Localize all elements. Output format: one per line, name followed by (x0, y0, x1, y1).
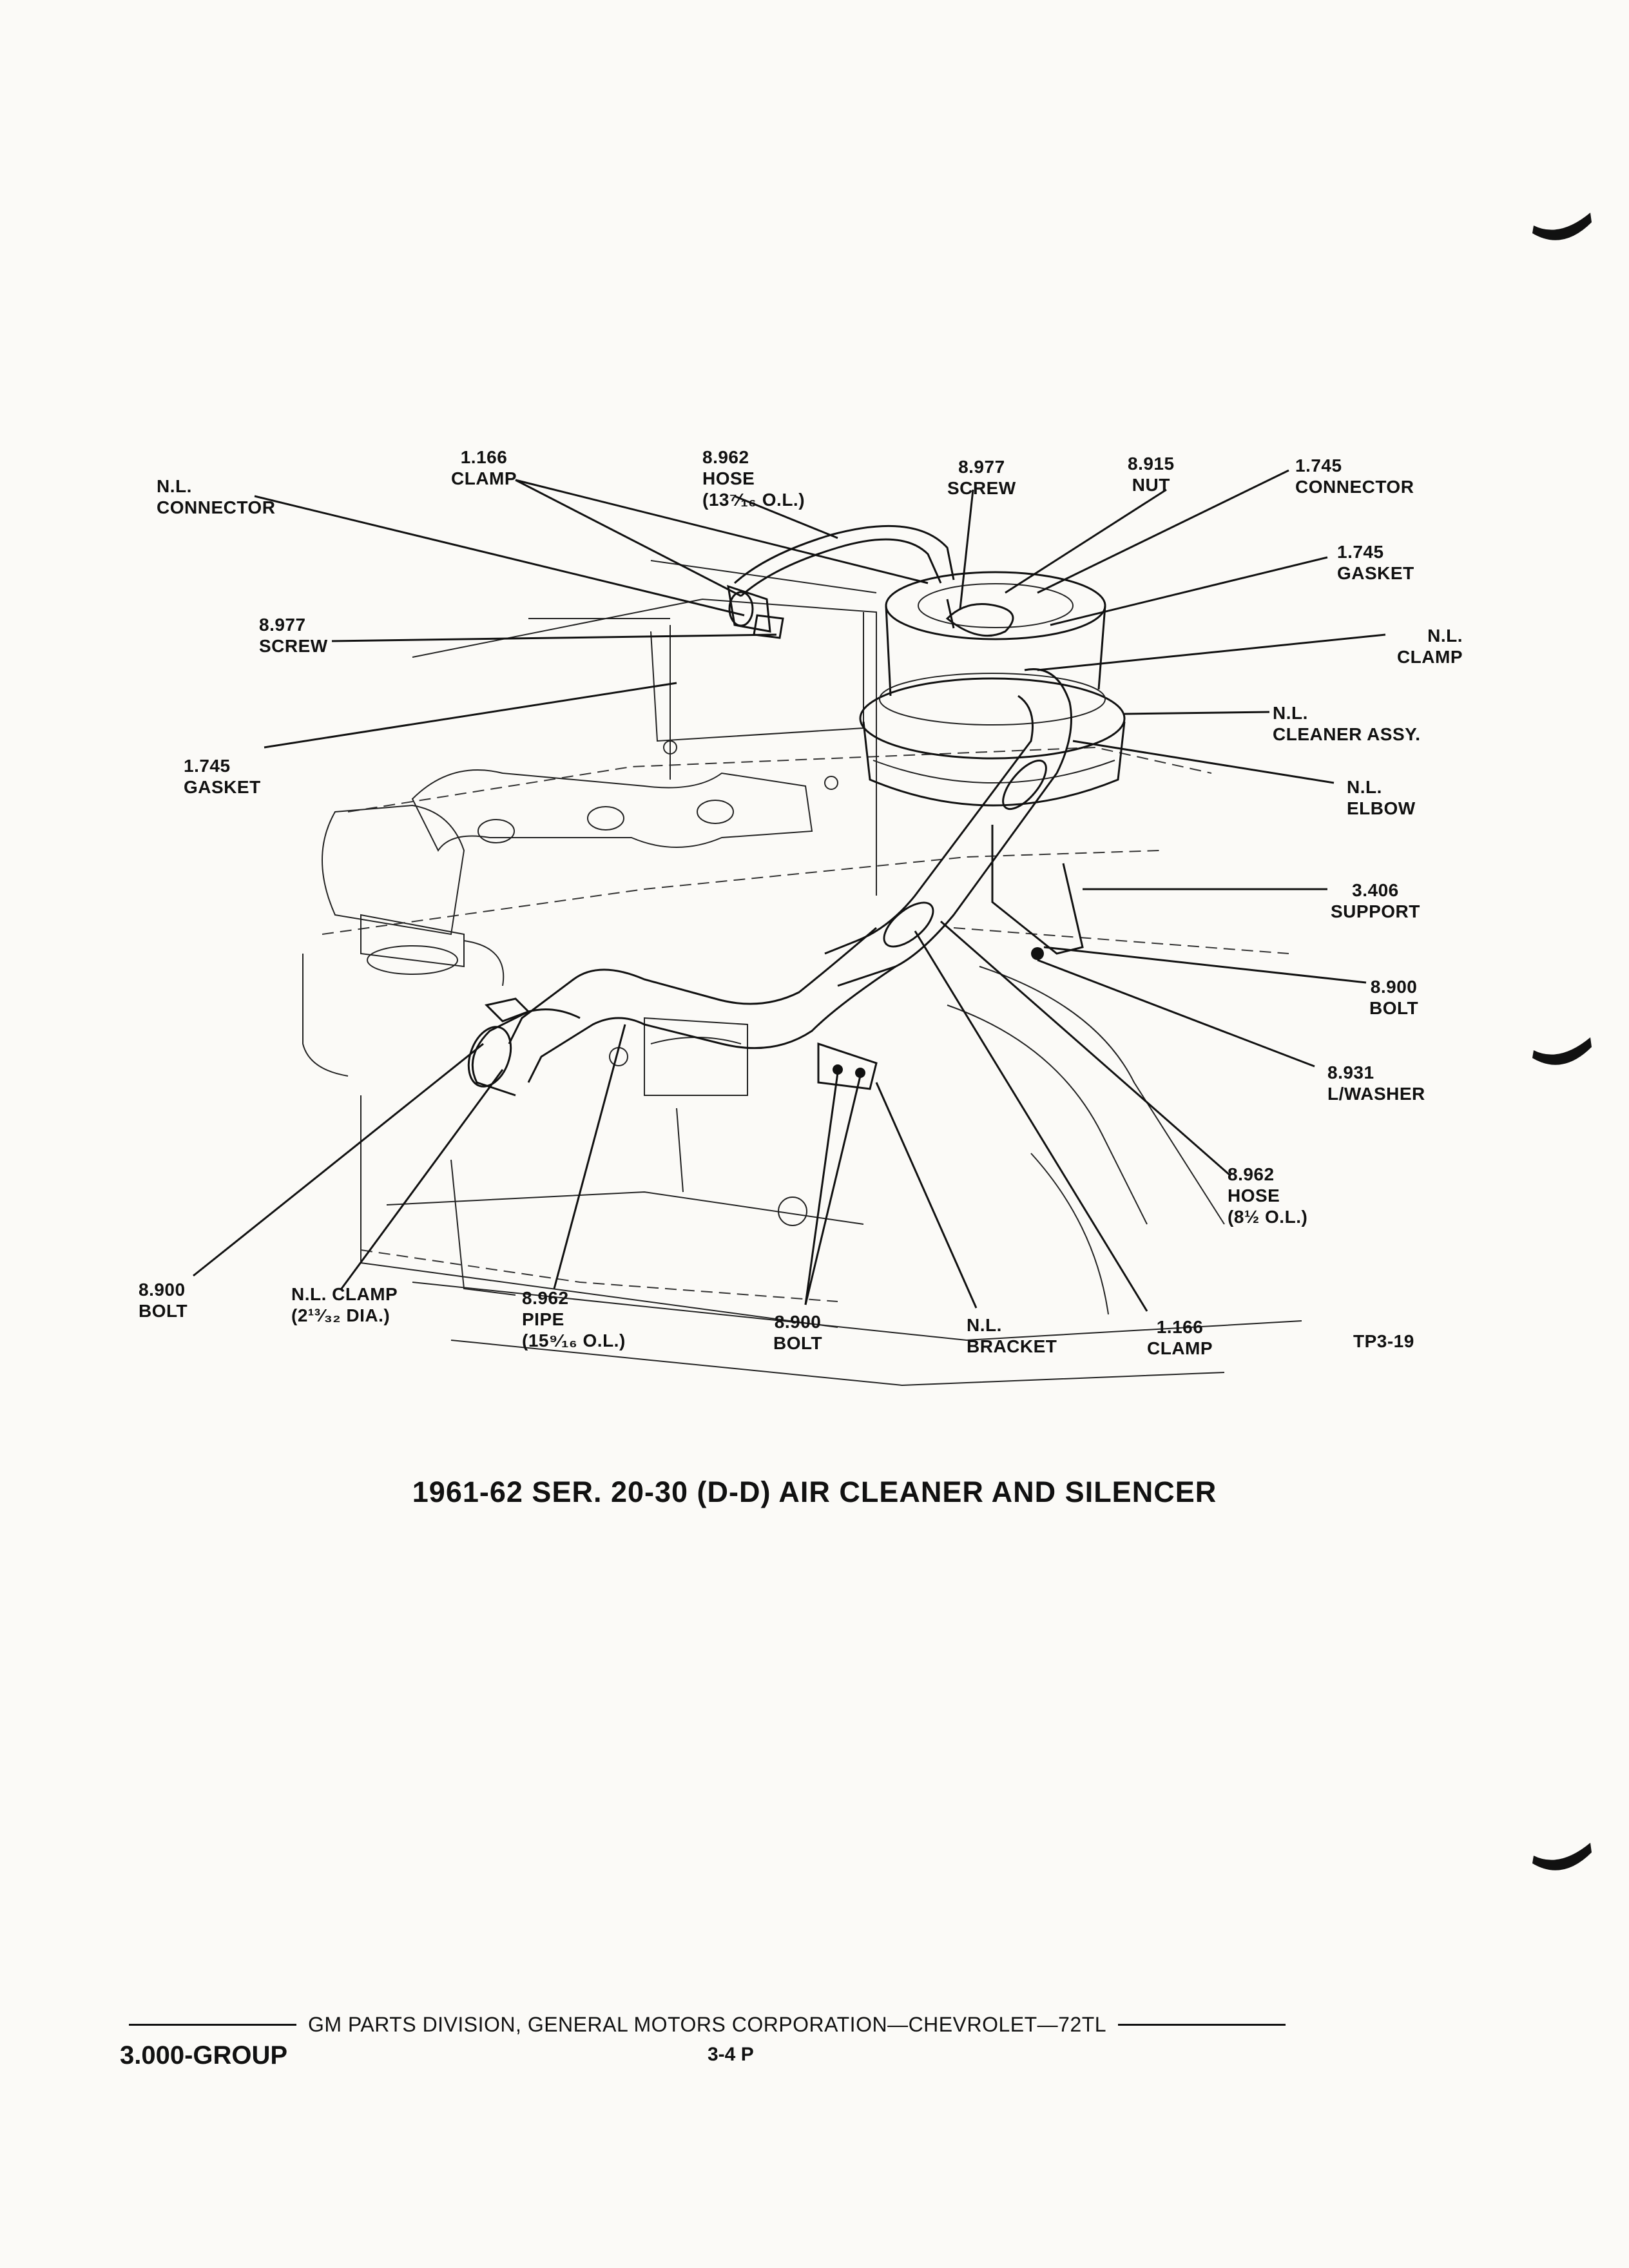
label-nl-bracket: N.L.BRACKET (967, 1315, 1057, 1356)
figure-code: TP3-19 (1353, 1331, 1414, 1351)
footer-rule-right (1118, 2024, 1286, 2026)
binder-marks (1532, 213, 1592, 1870)
label-nl-cleaner-assy: N.L.CLEANER ASSY. (1273, 703, 1421, 744)
engine-block (302, 560, 1302, 1387)
leader-lines (193, 469, 1386, 1312)
footer-page-number: 3-4 P (708, 2044, 754, 2065)
intake-elbow-and-pipe (467, 524, 1084, 1097)
label-nl-clamp-dia: N.L. CLAMP(2¹³⁄₃₂ DIA.) (291, 1284, 398, 1325)
label-nl-clamp-right: N.L.CLAMP (1396, 626, 1463, 667)
label-nl-elbow: N.L.ELBOW (1347, 777, 1416, 818)
footer-group: 3.000-GROUP (120, 2041, 288, 2070)
footer-rule-left (129, 2024, 296, 2026)
footer-line: GM PARTS DIVISION, GENERAL MOTORS CORPOR… (129, 2013, 1366, 2037)
footer-division: GM PARTS DIVISION, GENERAL MOTORS CORPOR… (308, 2013, 1107, 2036)
air-cleaner-assembly (859, 571, 1126, 807)
label-nl-connector: N.L.CONNECTOR (157, 476, 276, 517)
figure-caption: 1961-62 SER. 20-30 (D-D) AIR CLEANER AND… (412, 1475, 1217, 1508)
